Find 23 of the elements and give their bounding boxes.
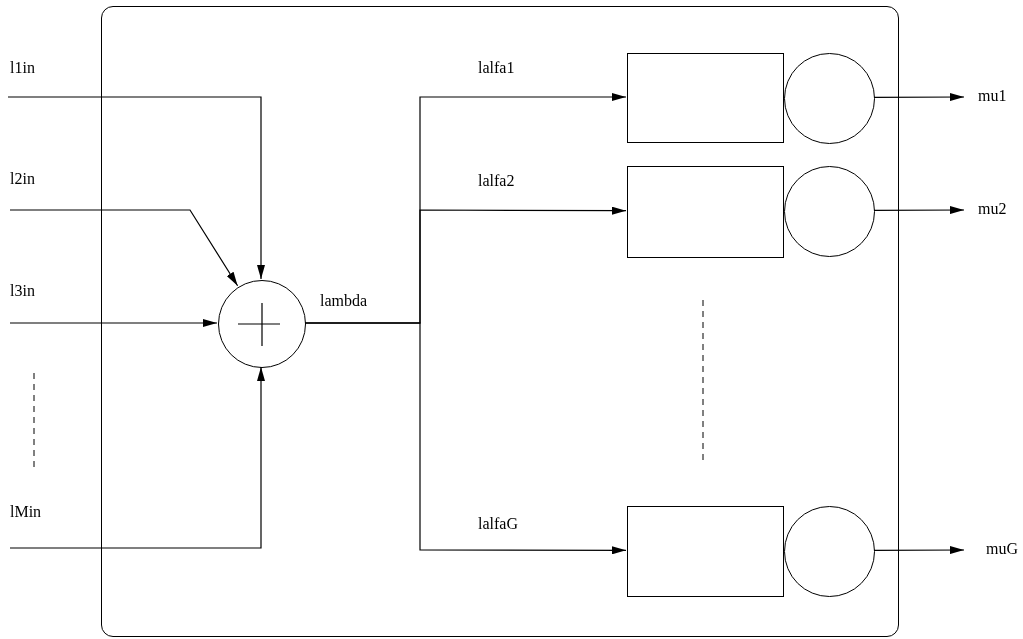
arrow bbox=[873, 93, 965, 102]
queue-box bbox=[627, 166, 784, 258]
queue-box bbox=[627, 53, 784, 143]
arrow bbox=[873, 206, 965, 215]
queue-box bbox=[627, 506, 784, 597]
arrow bbox=[7, 96, 265, 280]
signal-label: l2in bbox=[10, 171, 35, 187]
signal-label: lalfa1 bbox=[478, 60, 515, 76]
arrow bbox=[9, 319, 218, 327]
arrow bbox=[9, 209, 239, 287]
signal-label: lMin bbox=[10, 504, 42, 520]
signal-label: lalfaG bbox=[478, 516, 518, 532]
arrow bbox=[304, 322, 627, 555]
signal-label: l3in bbox=[10, 283, 35, 299]
signal-label: lalfa2 bbox=[478, 173, 515, 189]
arrow bbox=[873, 546, 965, 555]
signal-label: l1in bbox=[10, 60, 35, 76]
signal-label: lambda bbox=[320, 293, 368, 309]
arrow bbox=[9, 366, 265, 549]
system-frame bbox=[101, 6, 899, 637]
signal-label: mu2 bbox=[978, 201, 1007, 217]
signal-label: mu1 bbox=[978, 88, 1007, 104]
signal-label: muG bbox=[986, 541, 1018, 557]
